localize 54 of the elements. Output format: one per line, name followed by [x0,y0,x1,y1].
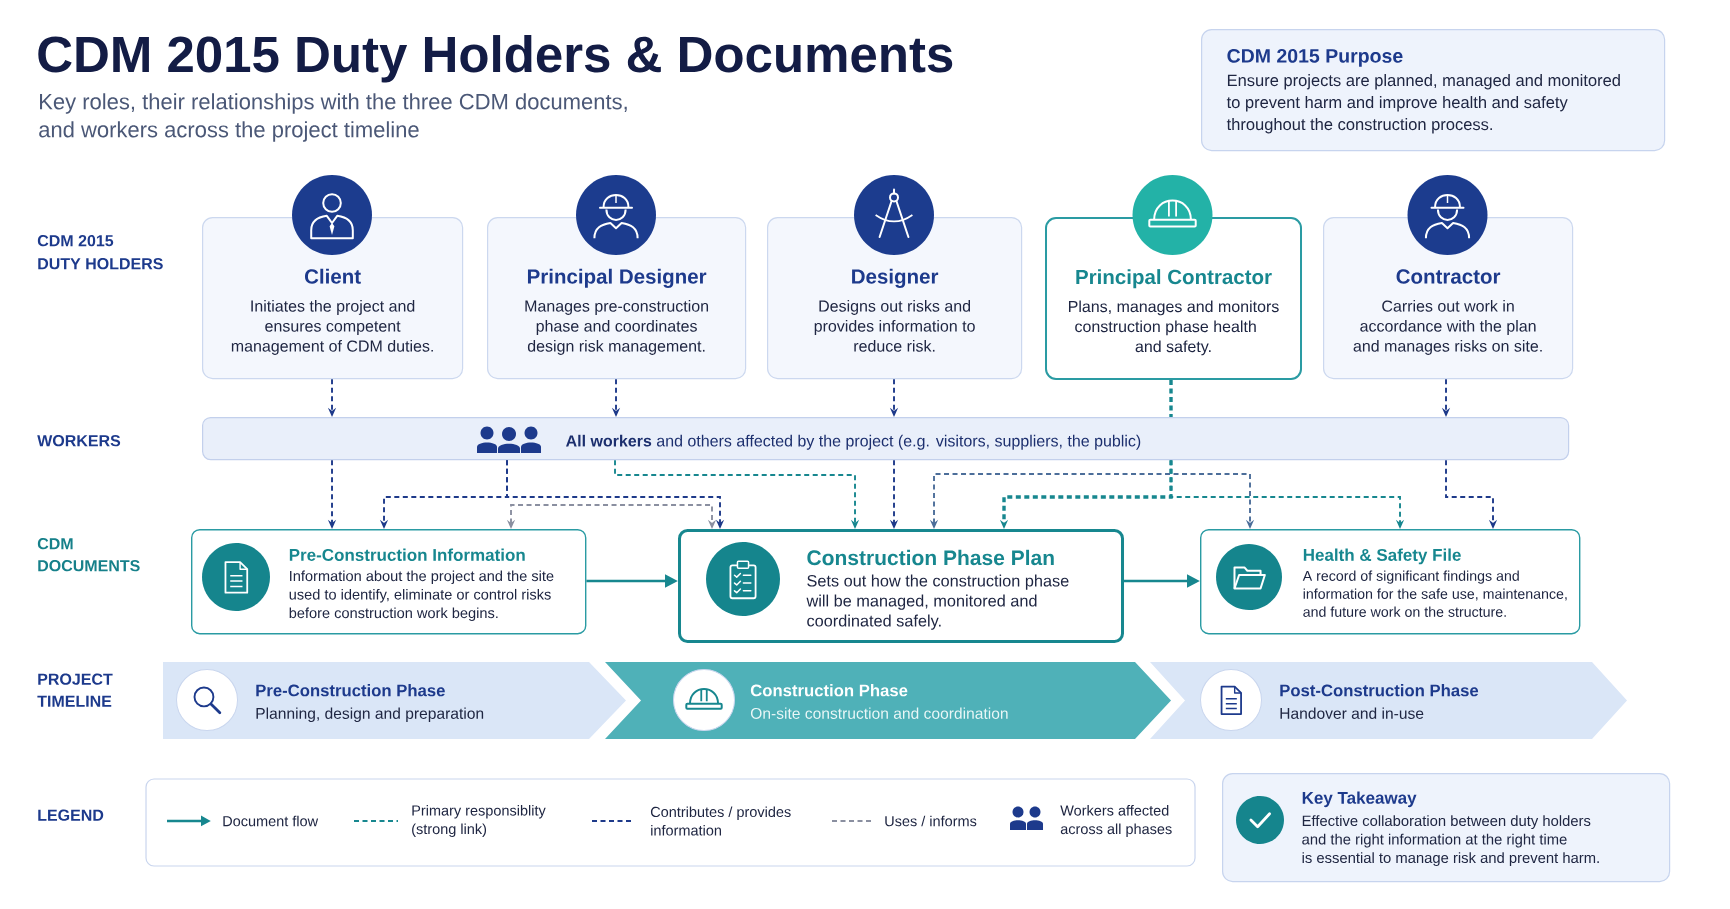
panel-heading: Key Takeaway [1302,791,1417,808]
card-title: Principal Contractor [1076,269,1272,289]
phase-text: Planning, design and preparation [256,707,484,723]
role-card [487,217,747,380]
card-text: Information about the project and the site used to identify, eliminate or control risks before construction work begins. [289,570,554,621]
phase-band [163,662,626,739]
card-title: Principal Designer [527,268,707,288]
panel-heading: CDM 2015 Purpose [1227,49,1403,67]
phase-title: Post-Construction Phase [1280,684,1479,697]
legend-text: Document flow [223,815,319,827]
card-text: Manages pre-construction phase and coordinates design risk management. [525,300,708,355]
dashed-line [1169,380,1173,417]
document-card [191,529,587,635]
phase-band [605,662,1171,739]
document-card [678,529,1124,643]
phase-band [1150,662,1627,739]
card-title: Construction Phase Plan [807,549,1054,566]
info-panel [1222,773,1671,883]
row-label: LEGEND [38,809,104,821]
role-card [1323,217,1574,380]
card-title: Contractor [1396,269,1501,284]
panel-text: Effective collaboration between duty holders and the right information at the right time is essential to manage risk and prevent harm. [1302,815,1599,866]
row-label: CDM DOCUMENTS [37,538,140,572]
row-label: WORKERS [37,435,121,447]
role-card [767,217,1023,380]
legend-text: Contributes / provides information [650,806,791,836]
card-text: Plans, manages and monitors construction phase health and safety. [1069,300,1279,356]
card-title: Designer [852,268,939,288]
banner [202,417,1570,461]
phase-title: Pre-Construction Phase [256,684,445,697]
role-card [1045,217,1302,380]
row-label: PROJECT TIMELINE [37,673,113,707]
card-text: A record of significant findings and information for the safe use, maintenance, and future work on the structure. [1302,570,1567,617]
legend-text: Workers affected across all phases [1060,805,1172,837]
card-text: Initiates the project and ensures competent management of CDM duties. [231,300,433,355]
phase-text: Handover and in-use [1280,707,1424,719]
panel-text: Ensure projects are planned, managed and monitored to prevent harm and improve health and safety throughout the construction process. [1226,74,1620,134]
card-text: Designs out risks and provides information to reduce risk. [814,300,975,352]
document-card [1200,529,1581,635]
phase-text: On-site construction and coordination [750,707,1008,719]
subtitle: Key roles, their relationships with the three CDM documents, and workers across the project timeline [39,93,627,142]
banner-text: All workers and others affected by the project (e.g. visitors, suppliers, the public) [566,434,1141,450]
card-title: Pre-Construction Information [289,548,525,561]
title: CDM 2015 Duty Holders & Documents [38,35,953,83]
card-title: Health & Safety File [1303,548,1461,565]
legend-text: Uses / informs [885,815,977,827]
row-label: CDM 2015 DUTY HOLDERS [37,235,163,270]
info-panel [1201,29,1666,152]
legend-text: Primary responsiblity (strong link) [412,805,546,837]
card-text: Carries out work in accordance with the plan and manages risks on site. [1353,300,1542,355]
card-title: Client [305,268,361,284]
role-card [202,217,464,380]
card-text: Sets out how the construction phase will be managed, monitored and coordinated safely. [806,574,1069,630]
phase-title: Construction Phase [750,684,908,697]
